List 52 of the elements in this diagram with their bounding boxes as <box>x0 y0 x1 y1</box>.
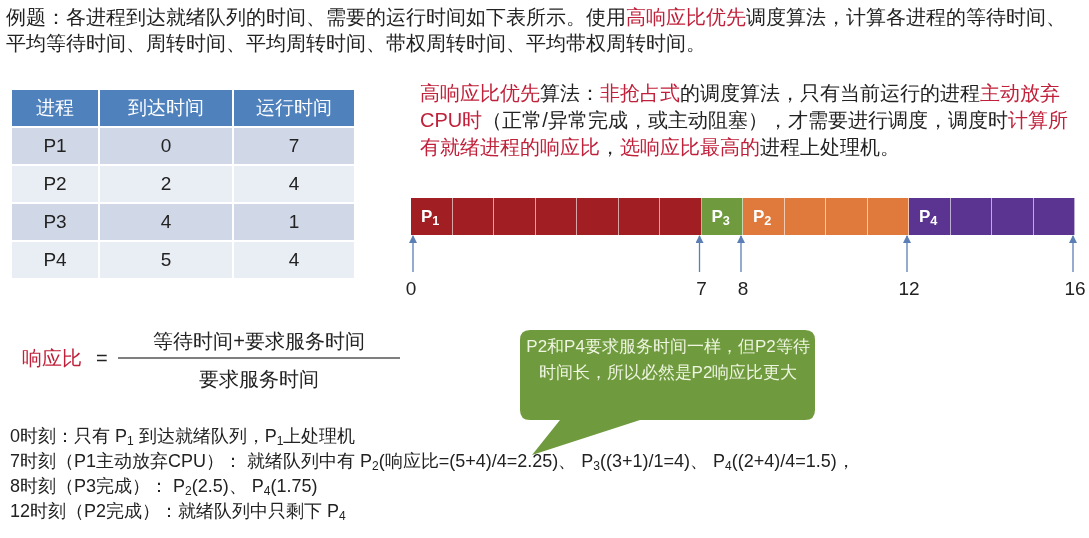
time-tick-label: 8 <box>728 275 758 304</box>
gantt-cell <box>992 198 1034 235</box>
gantt-cell: P$_{2}$ <box>743 198 785 235</box>
explanation-line: 8时刻（P3完成）： P$_{2}$(2.5)、 P$_{4}$(1.75) <box>10 475 319 499</box>
gantt-cell <box>1033 198 1075 235</box>
equals-sign: = <box>96 346 108 371</box>
time-tick-label: 12 <box>894 275 924 304</box>
denominator: 要求服务时间 <box>198 367 320 392</box>
time-tick-label: 0 <box>396 275 426 304</box>
gantt-cell <box>660 198 702 235</box>
table-cell: P3 <box>12 204 98 240</box>
gantt-cell <box>826 198 868 235</box>
arrow <box>409 235 417 273</box>
table-cell: 5 <box>100 242 232 278</box>
numerator: 等待时间+要求服务时间 <box>152 329 366 354</box>
gantt-cell <box>577 198 619 235</box>
table-cell: P4 <box>12 242 98 278</box>
callout-text: P2和P4要求服务时间一样，但P2等待时间长，所以必然是P2响应比更大 <box>526 337 810 382</box>
table-cell: 4 <box>234 242 354 278</box>
table-header-cell: 运行时间 <box>234 90 354 126</box>
gantt-cell <box>618 198 660 235</box>
explanation-line: 12时刻（P2完成）：就绪队列中只剩下 P$_{4}$ <box>10 500 347 524</box>
arrow <box>737 235 745 273</box>
arrow <box>695 235 704 273</box>
table-cell: 4 <box>234 166 354 202</box>
formula-term: 响应比 <box>22 346 82 371</box>
gantt-cell <box>867 198 909 235</box>
table-cell: 1 <box>234 204 354 240</box>
gantt-cell: P$_{1}$ <box>411 198 453 235</box>
table-header-cell: 进程 <box>12 90 98 126</box>
algorithm-description: 高响应比优先算法：非抢占式的调度算法，只有当前运行的进程主动放弃CPU时（正常/异常完成，或主动阻塞），才需要进行调度，调度时计算所有就绪进程的响应比，选响应比最高的进程上处理机。 <box>420 81 1069 160</box>
table-cell: 7 <box>234 128 354 164</box>
gantt-cell <box>784 198 826 235</box>
table-cell: 4 <box>100 204 232 240</box>
explanation-line: 0时刻：只有 P$_{1}$ 到达就绪队列，P$_{1}$上处理机 <box>10 425 357 449</box>
time-tick-label: 7 <box>686 275 717 304</box>
arrow <box>1069 235 1077 273</box>
arrow <box>903 235 911 273</box>
gantt-cell <box>452 198 494 235</box>
explanation-line: 7时刻（P1主动放弃CPU）： 就绪队列中有 P$_{2}$(响应比=(5+4)/4=2.25)、 P$_{3}$((3+1)/1=4)、 P$_{4}$((2+4)/4=1.5)， <box>10 450 855 474</box>
table-cell: 0 <box>100 128 232 164</box>
problem-statement: 例题：各进程到达就绪队列的时间、需要的运行时间如下表所示。使用高响应比优先调度算法，计算各进程的等待时间、平均等待时间、周转时间、平均周转时间、带权周转时间、平均带权周转时间。 <box>6 5 1066 56</box>
gantt-cell: P$_{3}$ <box>701 198 743 235</box>
table-cell: P1 <box>12 128 98 164</box>
time-tick-label: 16 <box>1060 275 1089 304</box>
gantt-cell: P$_{4}$ <box>909 198 951 235</box>
table-header-cell: 到达时间 <box>100 90 232 126</box>
gantt-cell <box>950 198 992 235</box>
gantt-cell <box>494 198 536 235</box>
gantt-cell <box>535 198 577 235</box>
table-cell: 2 <box>100 166 232 202</box>
table-cell: P2 <box>12 166 98 202</box>
